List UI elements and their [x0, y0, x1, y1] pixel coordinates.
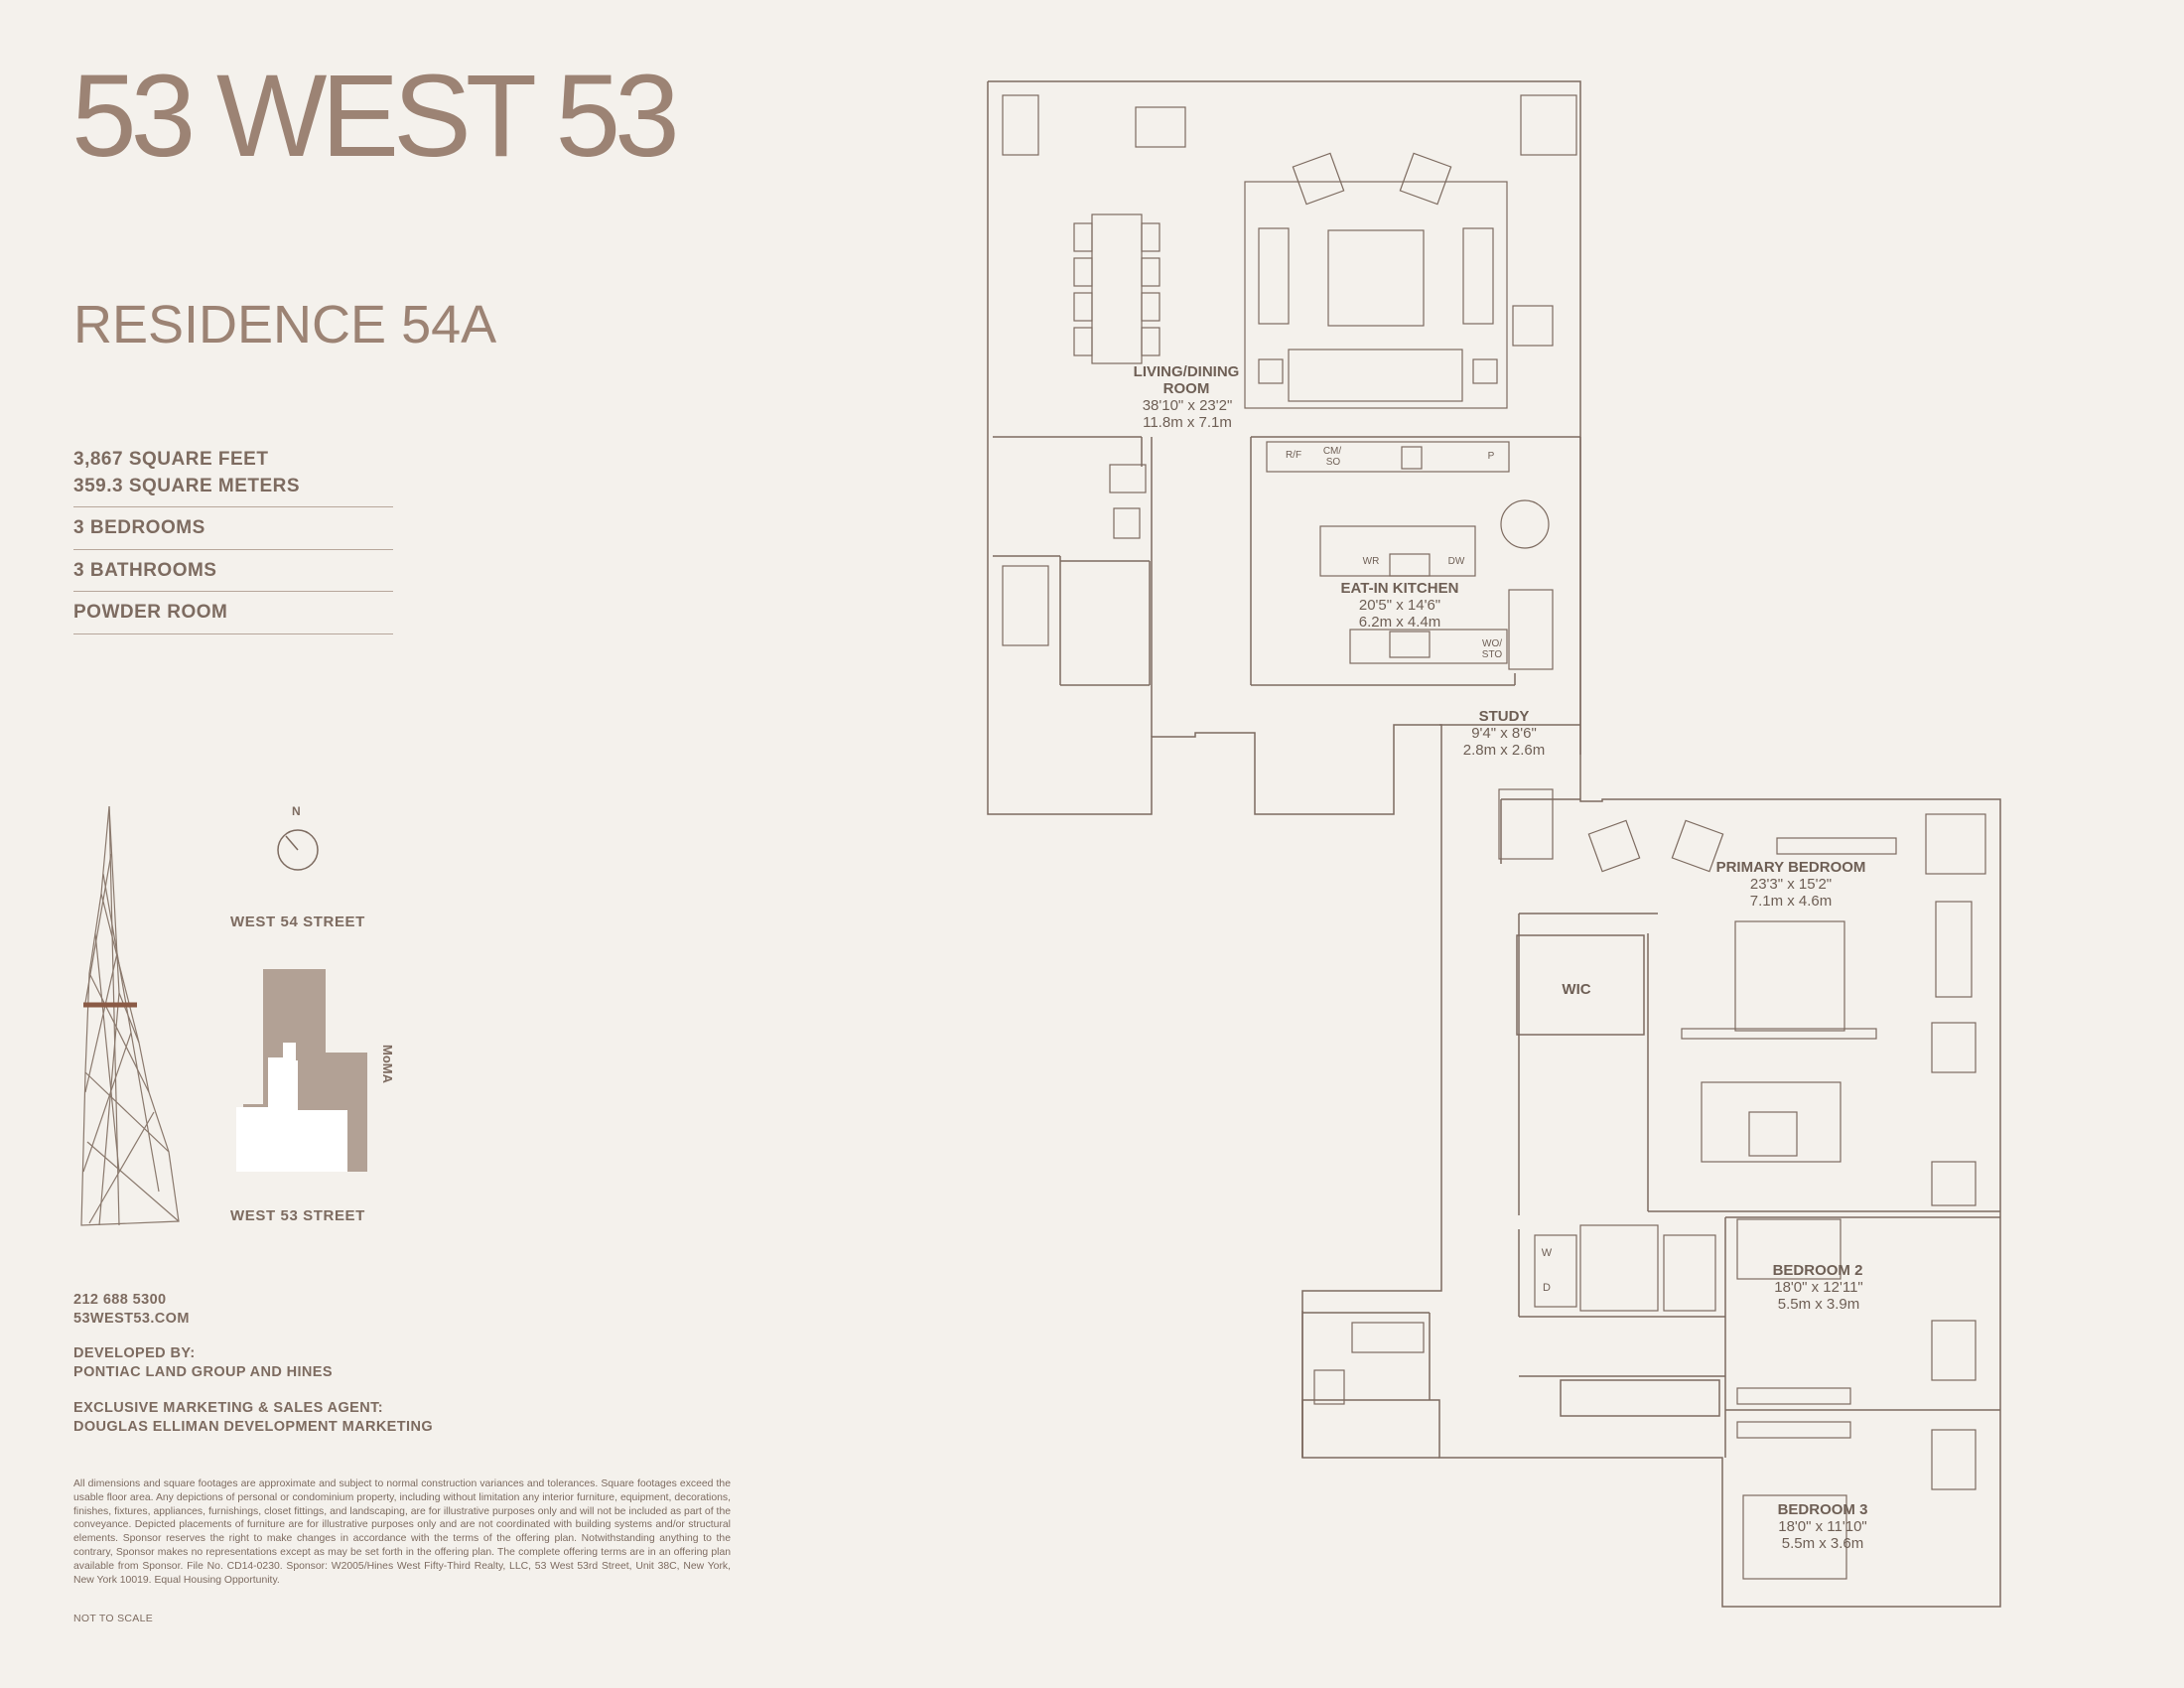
wic-name: WIC — [1562, 981, 1590, 998]
appliance-wr: WR — [1363, 556, 1380, 567]
appliance-p: P — [1488, 451, 1495, 462]
bed3-metric: 5.5m x 3.6m — [1782, 1535, 1864, 1552]
primary-imperial: 23'3" x 15'2" — [1750, 876, 1832, 893]
floor-plan — [987, 80, 2001, 1608]
study-name: STUDY — [1479, 708, 1530, 725]
kitchen-imperial: 20'5" x 14'6" — [1359, 597, 1440, 614]
primary-metric: 7.1m x 4.6m — [1750, 893, 1833, 910]
appliance-d: D — [1543, 1282, 1551, 1294]
bed3-imperial: 18'0" x 11'10" — [1778, 1518, 1867, 1535]
living-name-2: ROOM — [1163, 380, 1210, 397]
residence-title: RESIDENCE 54A — [73, 295, 497, 354]
kitchen-name: EAT-IN KITCHEN — [1341, 580, 1459, 597]
unit-stats: 3,867 SQUARE FEET 359.3 SQUARE METERS 3 … — [73, 447, 393, 634]
agent-name: DOUGLAS ELLIMAN DEVELOPMENT MARKETING — [73, 1418, 433, 1435]
compass-icon — [277, 829, 319, 871]
tower-illustration — [80, 805, 180, 1226]
not-to-scale-note: NOT TO SCALE — [73, 1613, 154, 1624]
appliance-so: SO — [1326, 457, 1341, 468]
developer-label: DEVELOPED BY: — [73, 1345, 196, 1362]
study-imperial: 9'4" x 8'6" — [1471, 725, 1537, 742]
columns — [1002, 94, 1986, 1490]
appliance-wo: WO/ — [1482, 638, 1502, 649]
primary-name: PRIMARY BEDROOM — [1716, 859, 1866, 876]
appliance-labels: R/F CM/ SO P WR DW WO/ STO W D — [1286, 446, 1553, 1294]
living-name-1: LIVING/DINING — [1134, 363, 1240, 380]
bed2-imperial: 18'0" x 12'11" — [1774, 1279, 1863, 1296]
area-row: 3,867 SQUARE FEET 359.3 SQUARE METERS — [73, 447, 393, 508]
room-labels: LIVING/DINING ROOM 38'10" x 23'2" 11.8m … — [1134, 363, 1868, 1552]
appliance-w: W — [1542, 1247, 1553, 1259]
north-label: N — [292, 804, 301, 818]
site-plan — [236, 969, 367, 1172]
website: 53WEST53.COM — [73, 1311, 190, 1328]
living-furniture — [1073, 152, 1508, 409]
appliance-rf: R/F — [1286, 450, 1301, 461]
bed2-metric: 5.5m x 3.9m — [1778, 1296, 1860, 1313]
legal-disclaimer: All dimensions and square footages are a… — [73, 1478, 731, 1586]
powder-room: POWDER ROOM — [73, 592, 393, 634]
appliance-dw: DW — [1448, 556, 1465, 567]
bathrooms-count: 3 BATHROOMS — [73, 550, 393, 593]
study-metric: 2.8m x 2.6m — [1463, 742, 1546, 759]
square-feet: 3,867 SQUARE FEET — [73, 449, 269, 470]
bed3-name: BEDROOM 3 — [1778, 1501, 1868, 1518]
appliance-cm: CM/ — [1323, 446, 1342, 457]
contact-block: 212 688 5300 53WEST53.COM DEVELOPED BY: … — [73, 1291, 433, 1437]
kitchen-metric: 6.2m x 4.4m — [1359, 614, 1441, 631]
bedroom-furniture — [1002, 464, 1973, 1580]
bed2-name: BEDROOM 2 — [1773, 1262, 1863, 1279]
brand-title: 53 WEST 53 — [71, 51, 680, 182]
street-north-label: WEST 54 STREET — [230, 914, 365, 930]
kitchen-furniture — [1266, 441, 1550, 664]
phone-number: 212 688 5300 — [73, 1292, 167, 1308]
street-south-label: WEST 53 STREET — [230, 1207, 365, 1224]
living-metric: 11.8m x 7.1m — [1143, 414, 1232, 431]
living-imperial: 38'10" x 23'2" — [1143, 397, 1233, 414]
bedrooms-count: 3 BEDROOMS — [73, 507, 393, 550]
square-meters: 359.3 SQUARE METERS — [73, 475, 301, 496]
appliance-sto: STO — [1482, 649, 1503, 660]
developer-name: PONTIAC LAND GROUP AND HINES — [73, 1364, 333, 1381]
agent-label: EXCLUSIVE MARKETING & SALES AGENT: — [73, 1399, 383, 1416]
